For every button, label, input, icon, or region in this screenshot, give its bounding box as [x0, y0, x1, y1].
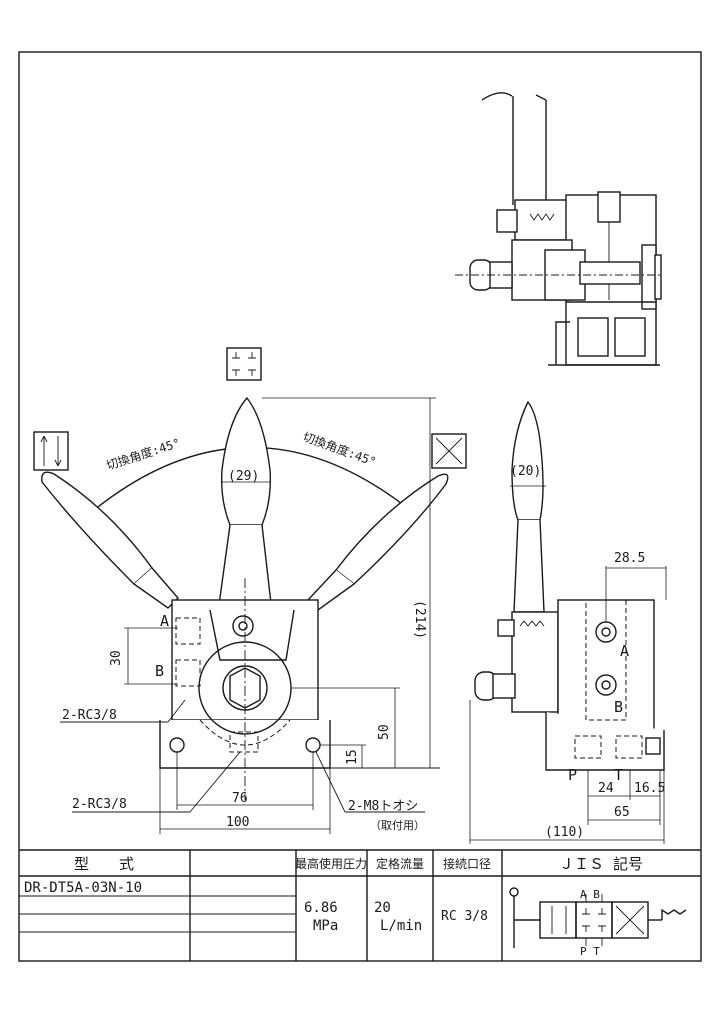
pressure-value: 6.86: [304, 900, 338, 916]
model-value: DR-DT5A-03N-10: [24, 880, 142, 896]
symbol-AB: A B: [580, 888, 600, 901]
symbol-PT: P T: [580, 945, 600, 958]
dim-76: 76: [232, 791, 248, 806]
lever-right: [307, 473, 449, 611]
port-value: RC 3/8: [441, 909, 488, 924]
dim-65: 65: [614, 805, 630, 820]
port-P-side: P: [568, 766, 577, 784]
dim-16-5: 16.5: [634, 781, 665, 796]
dim-110: (110): [545, 825, 584, 840]
dim-28-5: 28.5: [614, 551, 645, 566]
dim-50: 50: [377, 724, 392, 740]
neutral-position-symbol: [226, 347, 262, 381]
note-rc-lower: 2-RC3/8: [72, 797, 127, 812]
dim-30: 30: [109, 650, 124, 666]
note-rc-upper: 2-RC3/8: [62, 708, 117, 723]
cross-position-symbol: [431, 433, 467, 469]
pressure-unit: MPa: [313, 918, 338, 934]
header-pressure: 最高使用圧力: [295, 856, 367, 871]
side-dimensions: (20) 28.5 24 16.5 65 (110): [469, 464, 667, 844]
side-view: A B P T: [474, 400, 665, 784]
front-dimensions: (29) (214) 30 A B 50 15 76 100 2-RC3/8 2…: [60, 397, 440, 834]
port-B-side: B: [614, 698, 623, 716]
angle-label-left: 切換角度:45°: [104, 435, 182, 473]
flow-unit: L/min: [380, 918, 422, 934]
port-T-side: T: [614, 766, 623, 784]
note-m8: 2-M8トオシ: [348, 799, 418, 814]
flow-value: 20: [374, 900, 391, 916]
header-jis: ＪＩＳ 記号: [559, 855, 643, 873]
front-body: [159, 578, 331, 800]
angle-label-right: 切換角度:45°: [301, 429, 378, 469]
section-view: [455, 92, 662, 366]
port-A-front: A: [160, 612, 169, 630]
parallel-position-symbol: [33, 431, 69, 471]
drawing-frame: [18, 51, 702, 962]
dim-100: 100: [226, 815, 249, 830]
header-flow: 定格流量: [376, 856, 424, 871]
dim-214: (214): [412, 600, 427, 639]
port-B-front: B: [155, 662, 164, 680]
jis-symbol: A B P T: [509, 887, 687, 958]
dim-15: 15: [345, 749, 360, 765]
dim-29: (29): [228, 469, 259, 484]
spec-table: 型 式 最高使用圧力 定格流量 接続口径 ＪＩＳ 記号 DR-DT5A-03N-…: [19, 849, 701, 961]
header-model: 型 式: [74, 855, 134, 873]
header-port: 接続口径: [443, 856, 491, 871]
note-mount: （取付用）: [370, 819, 425, 832]
port-A-side: A: [620, 642, 629, 660]
lever-left: [41, 471, 179, 609]
lever-center: [217, 396, 273, 613]
dim-20: (20): [510, 464, 541, 479]
dim-24: 24: [598, 781, 614, 796]
